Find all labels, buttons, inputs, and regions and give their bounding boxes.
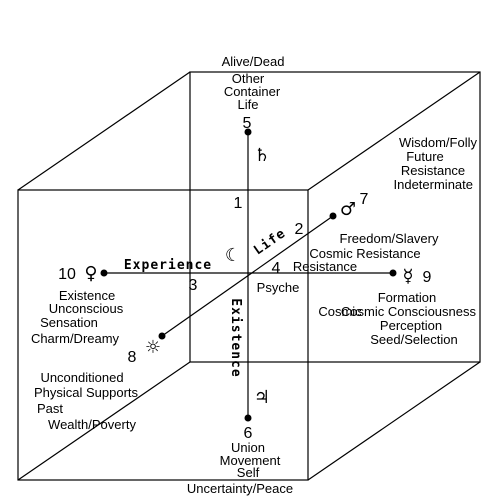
moon-icon: ☾ xyxy=(225,245,241,266)
number-8: 8 xyxy=(128,349,137,366)
edge-bottom-right xyxy=(307,361,481,481)
edge-top-right xyxy=(307,71,481,191)
label-life-top: Life xyxy=(238,97,259,112)
label-container: Container xyxy=(224,84,281,99)
label-cosmic-consciousness: Cosmic Consciousness xyxy=(341,304,477,319)
number-9: 9 xyxy=(423,269,432,286)
label-existence: Existence xyxy=(59,288,115,303)
label-formation: Formation xyxy=(378,290,437,305)
label-union: Union xyxy=(231,440,265,455)
label-psyche: Psyche xyxy=(257,280,300,295)
point-8 xyxy=(158,332,166,340)
axes xyxy=(100,128,397,422)
number-6: 6 xyxy=(244,425,253,442)
front-face xyxy=(17,189,309,481)
label-past: Past xyxy=(37,401,63,416)
number-5: 5 xyxy=(243,115,252,132)
label-uncertainty-peace: Uncertainty/Peace xyxy=(187,481,293,496)
jupiter-icon: ♃ xyxy=(254,387,270,408)
number-2: 2 xyxy=(295,221,304,238)
point-10 xyxy=(100,269,108,277)
label-resistance-upper: Resistance xyxy=(401,163,465,178)
label-movement: Movement xyxy=(220,453,281,468)
axis-label-life: Life xyxy=(251,226,289,259)
label-freedom-slavery: Freedom/Slavery xyxy=(340,231,439,246)
edge-bottom-left xyxy=(17,361,191,481)
axis-diagonal xyxy=(161,215,334,337)
label-alive-dead: Alive/Dead xyxy=(222,54,285,69)
point-5 xyxy=(244,128,252,136)
label-self: Self xyxy=(237,465,260,480)
mercury-icon: ☿ xyxy=(402,266,413,287)
label-unconscious: Unconscious xyxy=(49,301,124,316)
label-other: Other xyxy=(232,71,265,86)
label-future: Future xyxy=(406,149,444,164)
saturn-icon: ♄ xyxy=(254,145,270,166)
point-6 xyxy=(244,414,252,422)
number-3: 3 xyxy=(189,277,198,294)
point-7 xyxy=(329,212,337,220)
label-seed-selection: Seed/Selection xyxy=(370,332,457,347)
number-1: 1 xyxy=(234,195,243,212)
venus-icon: ♀ xyxy=(84,263,97,284)
axis-label-existence: Existence xyxy=(228,298,243,377)
label-perception: Perception xyxy=(380,318,442,333)
edge-top-left xyxy=(17,71,191,191)
label-wealth-poverty: Wealth/Poverty xyxy=(48,417,136,432)
label-cosmic-resistance: Cosmic Resistance xyxy=(309,246,420,261)
label-physical-supports: Physical Supports xyxy=(34,385,139,400)
label-cosmic: Cosmic xyxy=(318,304,362,319)
axis-label-experience: Experience xyxy=(124,258,212,273)
back-face xyxy=(189,71,481,363)
cube-edges xyxy=(17,71,481,481)
number-10: 10 xyxy=(58,266,76,283)
number-7: 7 xyxy=(360,191,369,208)
sun-icon: ☼ xyxy=(145,337,161,358)
label-indeterminate: Indeterminate xyxy=(394,177,474,192)
label-wisdom-folly: Wisdom/Folly xyxy=(399,135,478,150)
mars-icon: ♂ xyxy=(340,199,356,220)
label-unconditioned: Unconditioned xyxy=(40,370,123,385)
point-9 xyxy=(389,269,397,277)
label-resistance-mid: Resistance xyxy=(293,259,357,274)
number-4: 4 xyxy=(272,260,281,277)
label-sensation: Sensation xyxy=(40,315,98,330)
label-charm-dreamy: Charm/Dreamy xyxy=(31,331,120,346)
